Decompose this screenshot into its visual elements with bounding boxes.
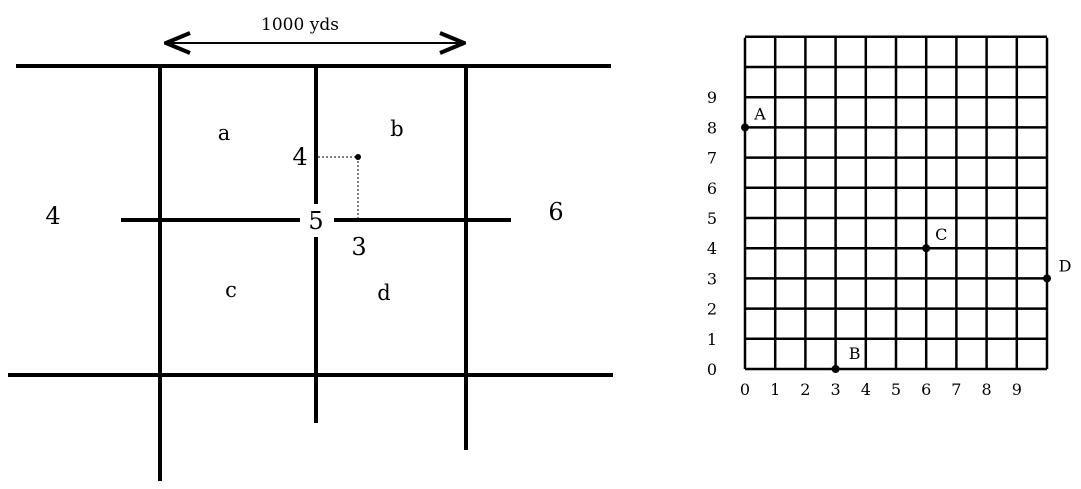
point-label-d: D bbox=[1059, 256, 1072, 275]
x-tick-label: 2 bbox=[800, 380, 810, 399]
y-tick-label: 5 bbox=[707, 209, 717, 228]
x-tick-label: 5 bbox=[891, 380, 901, 399]
y-tick-label: 7 bbox=[707, 149, 717, 168]
location-point bbox=[355, 154, 361, 160]
region-label-a: a bbox=[218, 121, 231, 145]
x-tick-label: 6 bbox=[921, 380, 931, 399]
point-b bbox=[831, 365, 840, 373]
street-map: 1000 yds a b c d 4 6 5 4 3 bbox=[8, 15, 613, 481]
y-tick-label: 3 bbox=[707, 269, 717, 288]
offset-label-top: 4 bbox=[292, 143, 307, 171]
y-tick-label: 2 bbox=[707, 300, 717, 319]
region-label-b: b bbox=[390, 117, 403, 141]
x-tick-label: 9 bbox=[1012, 380, 1022, 399]
outer-label-right: 6 bbox=[548, 198, 563, 226]
x-tick-label: 4 bbox=[861, 380, 871, 399]
point-c bbox=[922, 244, 931, 253]
region-label-c: c bbox=[225, 278, 237, 302]
x-tick-label: 1 bbox=[770, 380, 780, 399]
offset-label-right: 3 bbox=[351, 233, 366, 261]
y-tick-label: 0 bbox=[707, 360, 717, 379]
point-label-a: A bbox=[753, 104, 766, 123]
distance-label: 1000 yds bbox=[261, 15, 339, 35]
x-tick-label: 0 bbox=[740, 380, 750, 399]
point-a bbox=[741, 123, 749, 132]
x-tick-label: 3 bbox=[831, 380, 841, 399]
y-tick-label: 4 bbox=[707, 239, 717, 258]
y-tick-label: 1 bbox=[707, 330, 717, 349]
point-label-b: B bbox=[849, 344, 861, 363]
outer-label-left: 4 bbox=[45, 202, 60, 230]
point-d bbox=[1043, 274, 1051, 283]
y-tick-label: 6 bbox=[707, 179, 717, 198]
point-label-c: C bbox=[935, 225, 947, 244]
x-tick-label: 7 bbox=[951, 380, 961, 399]
y-tick-label: 8 bbox=[707, 118, 717, 137]
center-label: 5 bbox=[308, 207, 323, 235]
region-label-d: d bbox=[377, 281, 390, 305]
y-tick-label: 9 bbox=[707, 88, 717, 107]
x-tick-label: 8 bbox=[982, 380, 992, 399]
